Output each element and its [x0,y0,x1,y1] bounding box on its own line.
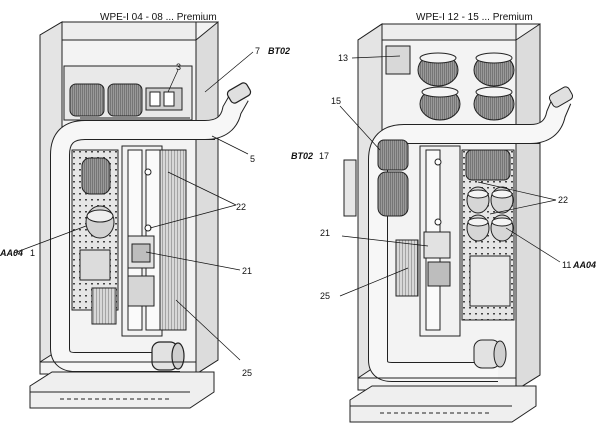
right-label-17: 17 [319,151,330,161]
left-heater-block [121,145,187,337]
right-label-13: 13 [338,53,349,63]
right-pcb [461,149,515,321]
left-label-7: 7 [255,46,261,56]
left-label-21: 21 [242,266,253,276]
right-leader-lines [339,55,561,297]
left-label-1: 1 [30,248,36,258]
left-unit-drawing [29,20,252,409]
right-unit-drawing [343,23,574,423]
right-heater-block [395,145,461,337]
left-unit-title: WPE-I 04 - 08 ... Premium [100,12,217,23]
right-unit-title: WPE-I 12 - 15 ... Premium [416,12,533,23]
right-left-coils [377,139,409,217]
left-label-bt02: BT02 [268,46,291,56]
right-label-25: 25 [320,291,331,301]
right-label-22: 22 [558,195,569,205]
left-label-aa04: AA04 [0,248,24,258]
left-top-coils [69,83,183,117]
left-pcb [71,149,119,325]
left-label-3: 3 [176,62,182,72]
right-label-11: 11 [562,260,572,270]
left-label-5: 5 [250,154,256,164]
right-label-aa04: AA04 [573,260,597,270]
right-label-bt02: BT02 [291,151,314,161]
right-top-coils [385,45,515,121]
left-label-22: 22 [236,202,247,212]
right-label-15: 15 [331,96,342,106]
right-label-21: 21 [320,228,331,238]
left-label-25: 25 [242,368,253,378]
left-leader-lines [13,51,254,361]
